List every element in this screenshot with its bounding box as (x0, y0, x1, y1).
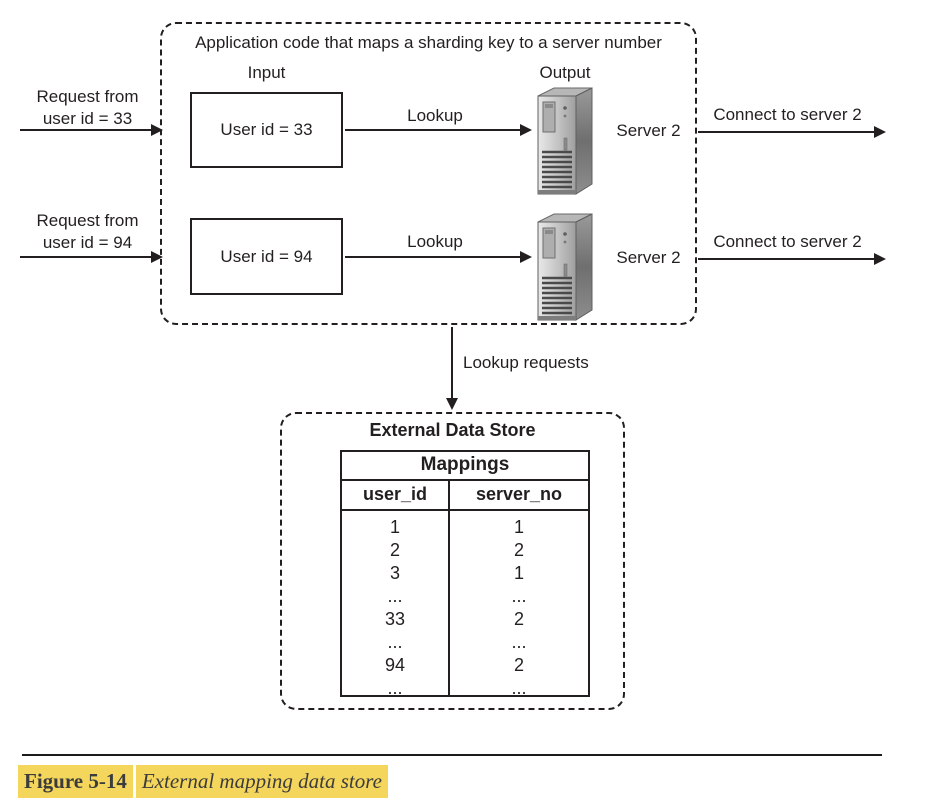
table-column-server-no: 1 2 1 ... 2 ... 2 ... (448, 511, 588, 698)
table-cell: 2 (513, 655, 524, 675)
table-cell: ... (387, 586, 403, 606)
column-header-user-id: user_id (362, 484, 428, 504)
connect-arrow (698, 126, 886, 138)
column-header-server-no: server_no (448, 481, 588, 509)
lookup-requests-arrow (446, 327, 458, 410)
table-cell: ... (387, 632, 403, 652)
table-cell: 3 (389, 563, 400, 583)
external-data-store-title: External Data Store (369, 420, 536, 440)
connect-arrow (698, 253, 886, 265)
table-header-row: user_id server_no (342, 481, 588, 511)
table-cell: 1 (513, 517, 524, 537)
connect-label: Connect to server 2 (713, 105, 862, 124)
server-icon (536, 212, 594, 322)
table-cell: ... (511, 632, 527, 652)
lookup-label: Lookup (407, 232, 463, 251)
lookup-arrow (345, 124, 532, 136)
table-cell: 1 (513, 563, 524, 583)
table-cell: 2 (513, 609, 524, 629)
lookup-requests-label: Lookup requests (463, 353, 589, 372)
server-icon (536, 86, 594, 196)
lookup-label: Lookup (407, 106, 463, 125)
input-box: User id = 94 (190, 218, 343, 295)
request-label: Request from user id = 94 (36, 211, 139, 253)
lookup-arrow (345, 251, 532, 263)
input-box-value: User id = 33 (220, 120, 313, 139)
input-box-value: User id = 94 (220, 246, 313, 266)
table-cell: 94 (384, 655, 406, 675)
table-body: 1 2 3 ... 33 ... 94 ... 1 2 1 ... 2 ... … (342, 511, 588, 698)
output-label: Output (539, 63, 591, 82)
application-code-box (160, 22, 697, 325)
figure-title: External mapping data store (135, 765, 388, 798)
table-cell: 1 (389, 517, 400, 537)
request-arrow (20, 251, 163, 263)
application-code-title: Application code that maps a sharding ke… (195, 33, 662, 52)
connect-label: Connect to server 2 (713, 232, 862, 251)
table-cell: 2 (513, 540, 524, 560)
input-label: Input (247, 63, 286, 82)
server-label: Server 2 (616, 248, 681, 267)
input-box: User id = 33 (190, 92, 343, 168)
table-column-user-id: 1 2 3 ... 33 ... 94 ... (342, 511, 448, 698)
request-arrow (20, 124, 163, 136)
mappings-table: Mappings user_id server_no 1 2 3 ... 33 … (340, 450, 590, 698)
table-title: Mappings (342, 452, 588, 481)
server-label: Server 2 (616, 121, 681, 140)
table-cell: 33 (384, 609, 406, 629)
request-label: Request from user id = 33 (36, 87, 139, 129)
figure-label: Figure 5-14 (18, 765, 133, 798)
table-cell: ... (511, 678, 527, 698)
table-cell: ... (387, 678, 403, 698)
external-data-store-box (280, 412, 625, 710)
table-cell: ... (511, 586, 527, 606)
caption-rule (22, 754, 882, 756)
table-cell: 2 (389, 540, 400, 560)
